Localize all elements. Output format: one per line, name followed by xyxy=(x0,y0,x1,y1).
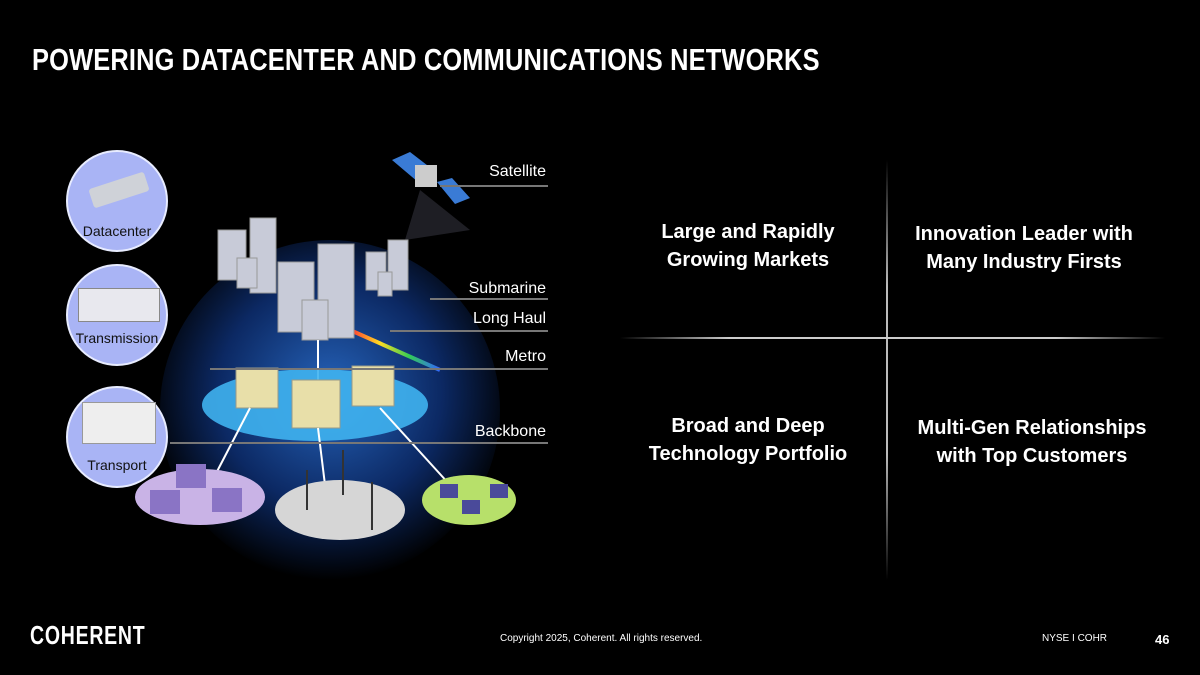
quadrant-line: Technology Portfolio xyxy=(648,443,848,465)
quadrant-markets: Large and Rapidly Growing Markets xyxy=(608,218,888,274)
network-illustration xyxy=(135,152,516,580)
ticker-text: NYSE I COHR xyxy=(1042,633,1108,644)
transport-module-icon xyxy=(82,402,156,444)
satellite-icon xyxy=(392,152,470,240)
slide-title: POWERING DATACENTER AND COMMUNICATIONS N… xyxy=(32,42,820,77)
datacenter-buildings xyxy=(217,217,409,341)
page-number: 46 xyxy=(1155,632,1170,647)
layer-label-long-haul: Long Haul xyxy=(473,310,546,327)
layer-divider xyxy=(430,298,548,300)
segment-label-transport: Transport xyxy=(87,457,147,473)
quadrant-line: with Top Customers xyxy=(936,445,1128,467)
layer-divider xyxy=(440,185,548,187)
wireless-ring xyxy=(275,480,405,540)
transport-circle xyxy=(66,386,168,488)
layer-label-backbone: Backbone xyxy=(474,423,546,440)
layer-divider xyxy=(390,330,548,332)
quadrant-line: Broad and Deep xyxy=(671,415,825,437)
quadrant-customers: Multi-Gen Relationships with Top Custome… xyxy=(892,414,1172,470)
layer-divider xyxy=(210,368,548,370)
quadrant-line: Large and Rapidly xyxy=(661,221,835,243)
quadrant-technology: Broad and Deep Technology Portfolio xyxy=(608,412,888,468)
quadrant-divider-vertical xyxy=(886,160,888,580)
transmission-circle xyxy=(66,264,168,366)
datacenter-circle xyxy=(66,150,168,252)
quadrant-innovation: Innovation Leader with Many Industry Fir… xyxy=(884,220,1164,276)
quadrant-line: Multi-Gen Relationships xyxy=(917,417,1147,439)
layer-label-submarine: Submarine xyxy=(468,280,546,297)
segment-label-transmission: Transmission xyxy=(75,330,159,346)
layer-label-metro: Metro xyxy=(505,348,546,365)
segment-label-datacenter: Datacenter xyxy=(82,223,152,239)
layer-label-satellite: Satellite xyxy=(489,163,546,180)
quadrant-line: Innovation Leader with xyxy=(915,223,1133,245)
transceiver-icon xyxy=(88,171,150,209)
quadrant-line: Growing Markets xyxy=(666,249,830,271)
coherent-logo: COHERENT xyxy=(30,620,146,650)
transmission-equipment-icon xyxy=(78,288,160,322)
quadrant-divider-horizontal xyxy=(620,337,1165,339)
layer-divider xyxy=(170,442,548,444)
copyright-text: Copyright 2025, Coherent. All rights res… xyxy=(500,633,703,644)
quadrant-line: Many Industry Firsts xyxy=(926,251,1122,273)
